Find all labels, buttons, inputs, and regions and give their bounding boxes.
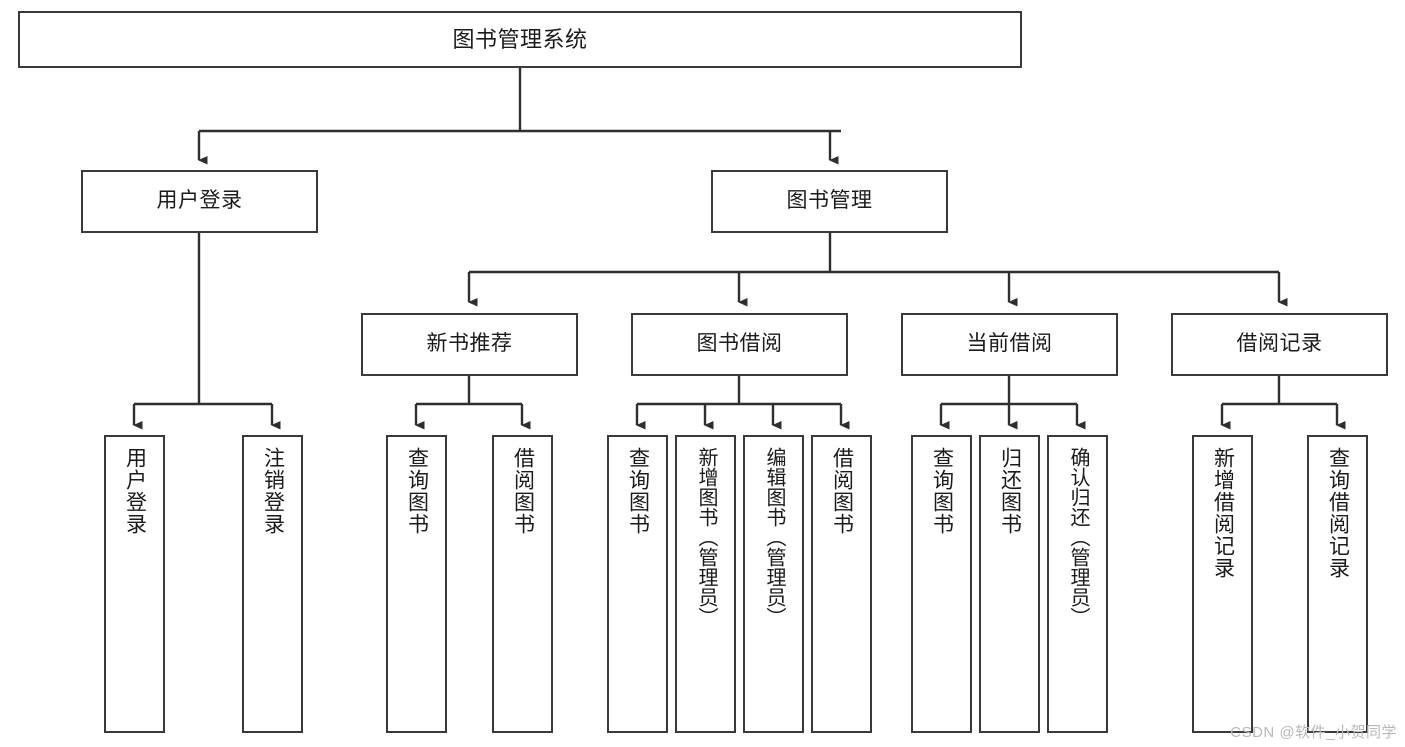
node-new-book-recommend[interactable]: 新书推荐 [361, 313, 578, 376]
node-root-system[interactable]: 图书管理系统 [18, 11, 1022, 68]
leaf-add-book-admin[interactable]: 新增图书（管理员） [675, 435, 736, 733]
leaf-confirm-return-admin[interactable]: 确认归还（管理员） [1047, 435, 1108, 733]
watermark: CSDN @软件_小贺同学 [1230, 724, 1397, 741]
node-label: 新增图书（管理员） [695, 447, 717, 627]
node-label: 查询图书 [405, 447, 429, 535]
node-borrow-record[interactable]: 借阅记录 [1171, 313, 1388, 376]
node-label: 借阅图书 [511, 447, 535, 535]
leaf-user-logout[interactable]: 注销登录 [242, 435, 303, 733]
leaf-query-book-new[interactable]: 查询图书 [386, 435, 447, 733]
node-label: 图书管理系统 [452, 26, 588, 52]
leaf-query-book-current[interactable]: 查询图书 [911, 435, 972, 733]
node-user-login[interactable]: 用户登录 [81, 170, 318, 233]
leaf-edit-book-admin[interactable]: 编辑图书（管理员） [743, 435, 804, 733]
leaf-borrow-book[interactable]: 借阅图书 [811, 435, 872, 733]
node-current-borrow[interactable]: 当前借阅 [901, 313, 1118, 376]
node-label: 用户登录 [156, 189, 243, 213]
node-label: 当前借阅 [966, 332, 1053, 356]
leaf-user-login[interactable]: 用户登录 [104, 435, 165, 733]
leaf-query-borrow-record[interactable]: 查询借阅记录 [1307, 435, 1368, 733]
node-label: 查询图书 [930, 447, 954, 535]
node-label: 确认归还（管理员） [1067, 447, 1089, 627]
node-label: 借阅图书 [830, 447, 854, 535]
node-label: 新增借阅记录 [1211, 447, 1235, 579]
node-label: 注销登录 [261, 447, 285, 535]
node-book-borrow[interactable]: 图书借阅 [631, 313, 848, 376]
node-label: 查询借阅记录 [1326, 447, 1350, 579]
node-book-management[interactable]: 图书管理 [711, 170, 948, 233]
node-label: 新书推荐 [426, 332, 513, 356]
leaf-query-book-borrow[interactable]: 查询图书 [607, 435, 668, 733]
leaf-return-book[interactable]: 归还图书 [979, 435, 1040, 733]
node-label: 图书管理 [786, 189, 873, 213]
node-label: 编辑图书（管理员） [763, 447, 785, 627]
node-label: 借阅记录 [1236, 332, 1323, 356]
node-label: 图书借阅 [696, 332, 783, 356]
leaf-borrow-book-new[interactable]: 借阅图书 [492, 435, 553, 733]
node-label: 查询图书 [626, 447, 650, 535]
node-label: 用户登录 [123, 447, 147, 535]
leaf-add-borrow-record[interactable]: 新增借阅记录 [1192, 435, 1253, 733]
node-label: 归还图书 [998, 447, 1022, 535]
